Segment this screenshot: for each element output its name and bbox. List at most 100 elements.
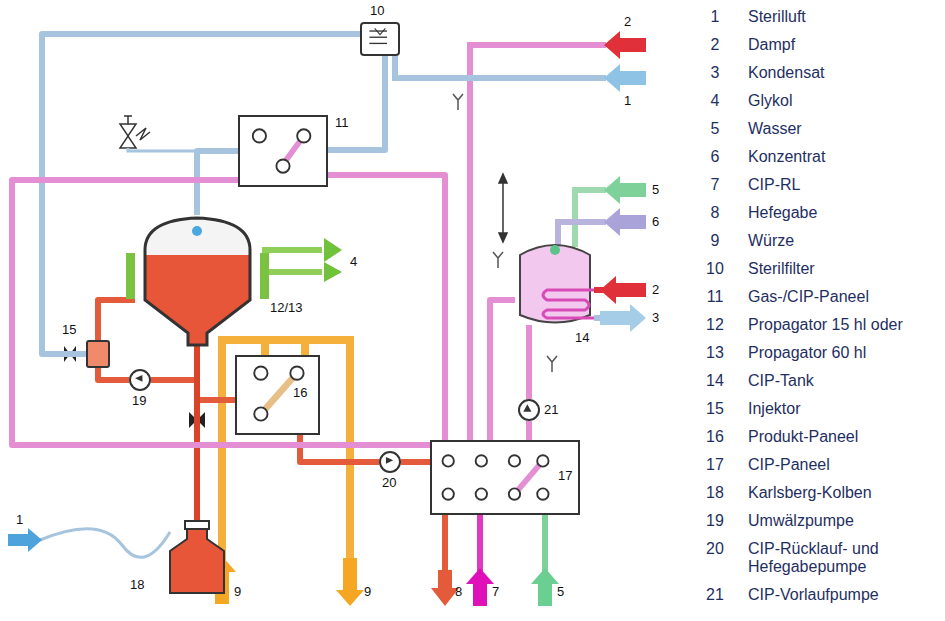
- drawn-circle: [297, 129, 310, 142]
- drawn-line: [369, 30, 387, 31]
- pipe-connector: [300, 435, 379, 462]
- drawn-circle: [254, 407, 267, 420]
- product-panel: 16: [235, 355, 320, 435]
- cip-tank-shape: [515, 240, 595, 325]
- stream-number: 7: [492, 584, 499, 599]
- drawn-circle: [290, 367, 303, 380]
- cip-tank: 14: [515, 240, 595, 325]
- drawn-path: [170, 529, 224, 593]
- legend-number: 20: [700, 540, 730, 558]
- callout-number: 20: [382, 475, 396, 490]
- legend-text: Sterilfilter: [748, 260, 938, 278]
- legend-number: 7: [700, 176, 730, 194]
- sterile-filter-shape: [362, 24, 398, 54]
- legend-text: Injektor: [748, 400, 938, 418]
- pipe-connector: [526, 421, 532, 440]
- air-hose: [40, 529, 170, 558]
- drawn-rect: [126, 253, 135, 299]
- legend-text: Propagator 60 hl: [748, 344, 938, 362]
- air-inlet-line: [395, 56, 606, 78]
- pipe-connector: [328, 56, 385, 150]
- injector: 15: [86, 340, 110, 368]
- legend-text: Wasser: [748, 120, 938, 138]
- gas-cip-panel-shape: [240, 117, 326, 185]
- stream-number: 5: [557, 584, 564, 599]
- drawn-circle: [254, 367, 267, 380]
- circulation-pump-shape: [131, 371, 149, 389]
- cip-panel-outlets: [445, 515, 545, 590]
- legend-number: 6: [700, 148, 730, 166]
- drawn-rect: [260, 253, 269, 299]
- drawn-circle: [443, 488, 454, 499]
- legend-number: 8: [700, 204, 730, 222]
- legend-number: 21: [700, 586, 730, 604]
- stream-number: 4: [350, 254, 357, 269]
- drawn-circle: [550, 245, 560, 255]
- pipe-connector: [194, 345, 200, 525]
- steam-arrow: [600, 276, 646, 304]
- legend-text: Produkt-Paneel: [748, 428, 938, 446]
- stream-number: 1: [16, 512, 23, 527]
- legend-number: 14: [700, 372, 730, 390]
- cip-return-pump-shape: [381, 453, 399, 471]
- drawn-circle: [276, 160, 289, 173]
- callout-number: 16: [293, 385, 307, 400]
- drawn-circle: [476, 455, 487, 466]
- legend-number: 1: [700, 8, 730, 26]
- legend-text: CIP-Vorlaufpumpe: [748, 586, 938, 604]
- legend-number: 17: [700, 456, 730, 474]
- legend-number: 9: [700, 232, 730, 250]
- legend-number: 18: [700, 484, 730, 502]
- drawn-line: [502, 180, 504, 236]
- drawn-polygon: [523, 404, 531, 411]
- drawn-polygon: [499, 174, 507, 183]
- stream-number: 8: [455, 584, 462, 599]
- drawn-path: [222, 340, 350, 560]
- drawn-path: [262, 269, 322, 275]
- drawn-polygon: [135, 375, 142, 382]
- callout-number: 19: [132, 393, 146, 408]
- callout-number: 11: [335, 115, 349, 130]
- propagator-vessel-shape: [135, 215, 260, 345]
- drawn-line: [369, 43, 387, 44]
- legend-text: Würze: [748, 232, 938, 250]
- drawn-line: [369, 37, 387, 38]
- glycol-arrow: [324, 238, 342, 262]
- legend-text: Konzentrat: [748, 148, 938, 166]
- drawn-path: [301, 340, 309, 355]
- drawn-path: [594, 315, 600, 321]
- stream-number: 9: [364, 584, 371, 599]
- propagator-vessel: 12/13: [135, 215, 260, 345]
- stream-number: 6: [652, 214, 659, 229]
- pipe-connector: [490, 300, 515, 440]
- pipe-connector: [526, 325, 532, 399]
- drawn-path: [145, 218, 250, 345]
- drawn-polyline: [375, 28, 386, 34]
- pipe-connector: [12, 180, 430, 445]
- glycol-arrow: [324, 262, 342, 282]
- legend-text: Karlsberg-Kolben: [748, 484, 938, 502]
- legend-text: Sterilluft: [748, 8, 938, 26]
- pipe-connector: [401, 459, 430, 465]
- karlsberg-flask-shape: [162, 525, 232, 595]
- drain-symbol: [453, 94, 557, 372]
- drawn-circle: [476, 488, 487, 499]
- legend-number: 15: [700, 400, 730, 418]
- cip-return-arrow: [466, 568, 494, 606]
- glycol-lines: [262, 250, 322, 272]
- circulation-pump: 19: [129, 369, 151, 391]
- callout-number: 17: [558, 468, 572, 483]
- legend-text: Propagator 15 hl oder: [748, 316, 938, 334]
- drawn-path: [136, 128, 150, 140]
- drawn-path: [453, 94, 463, 110]
- drawn-path: [575, 190, 606, 247]
- air-arrow: [8, 528, 42, 552]
- legend-number: 12: [700, 316, 730, 334]
- drawn-path: [493, 252, 503, 268]
- drawn-polygon: [499, 233, 507, 242]
- legend-number: 19: [700, 512, 730, 530]
- stream-number: 9: [234, 584, 241, 599]
- legend-text: Umwälzpumpe: [748, 512, 938, 530]
- callout-number: 15: [62, 322, 76, 337]
- drawn-circle: [192, 226, 202, 236]
